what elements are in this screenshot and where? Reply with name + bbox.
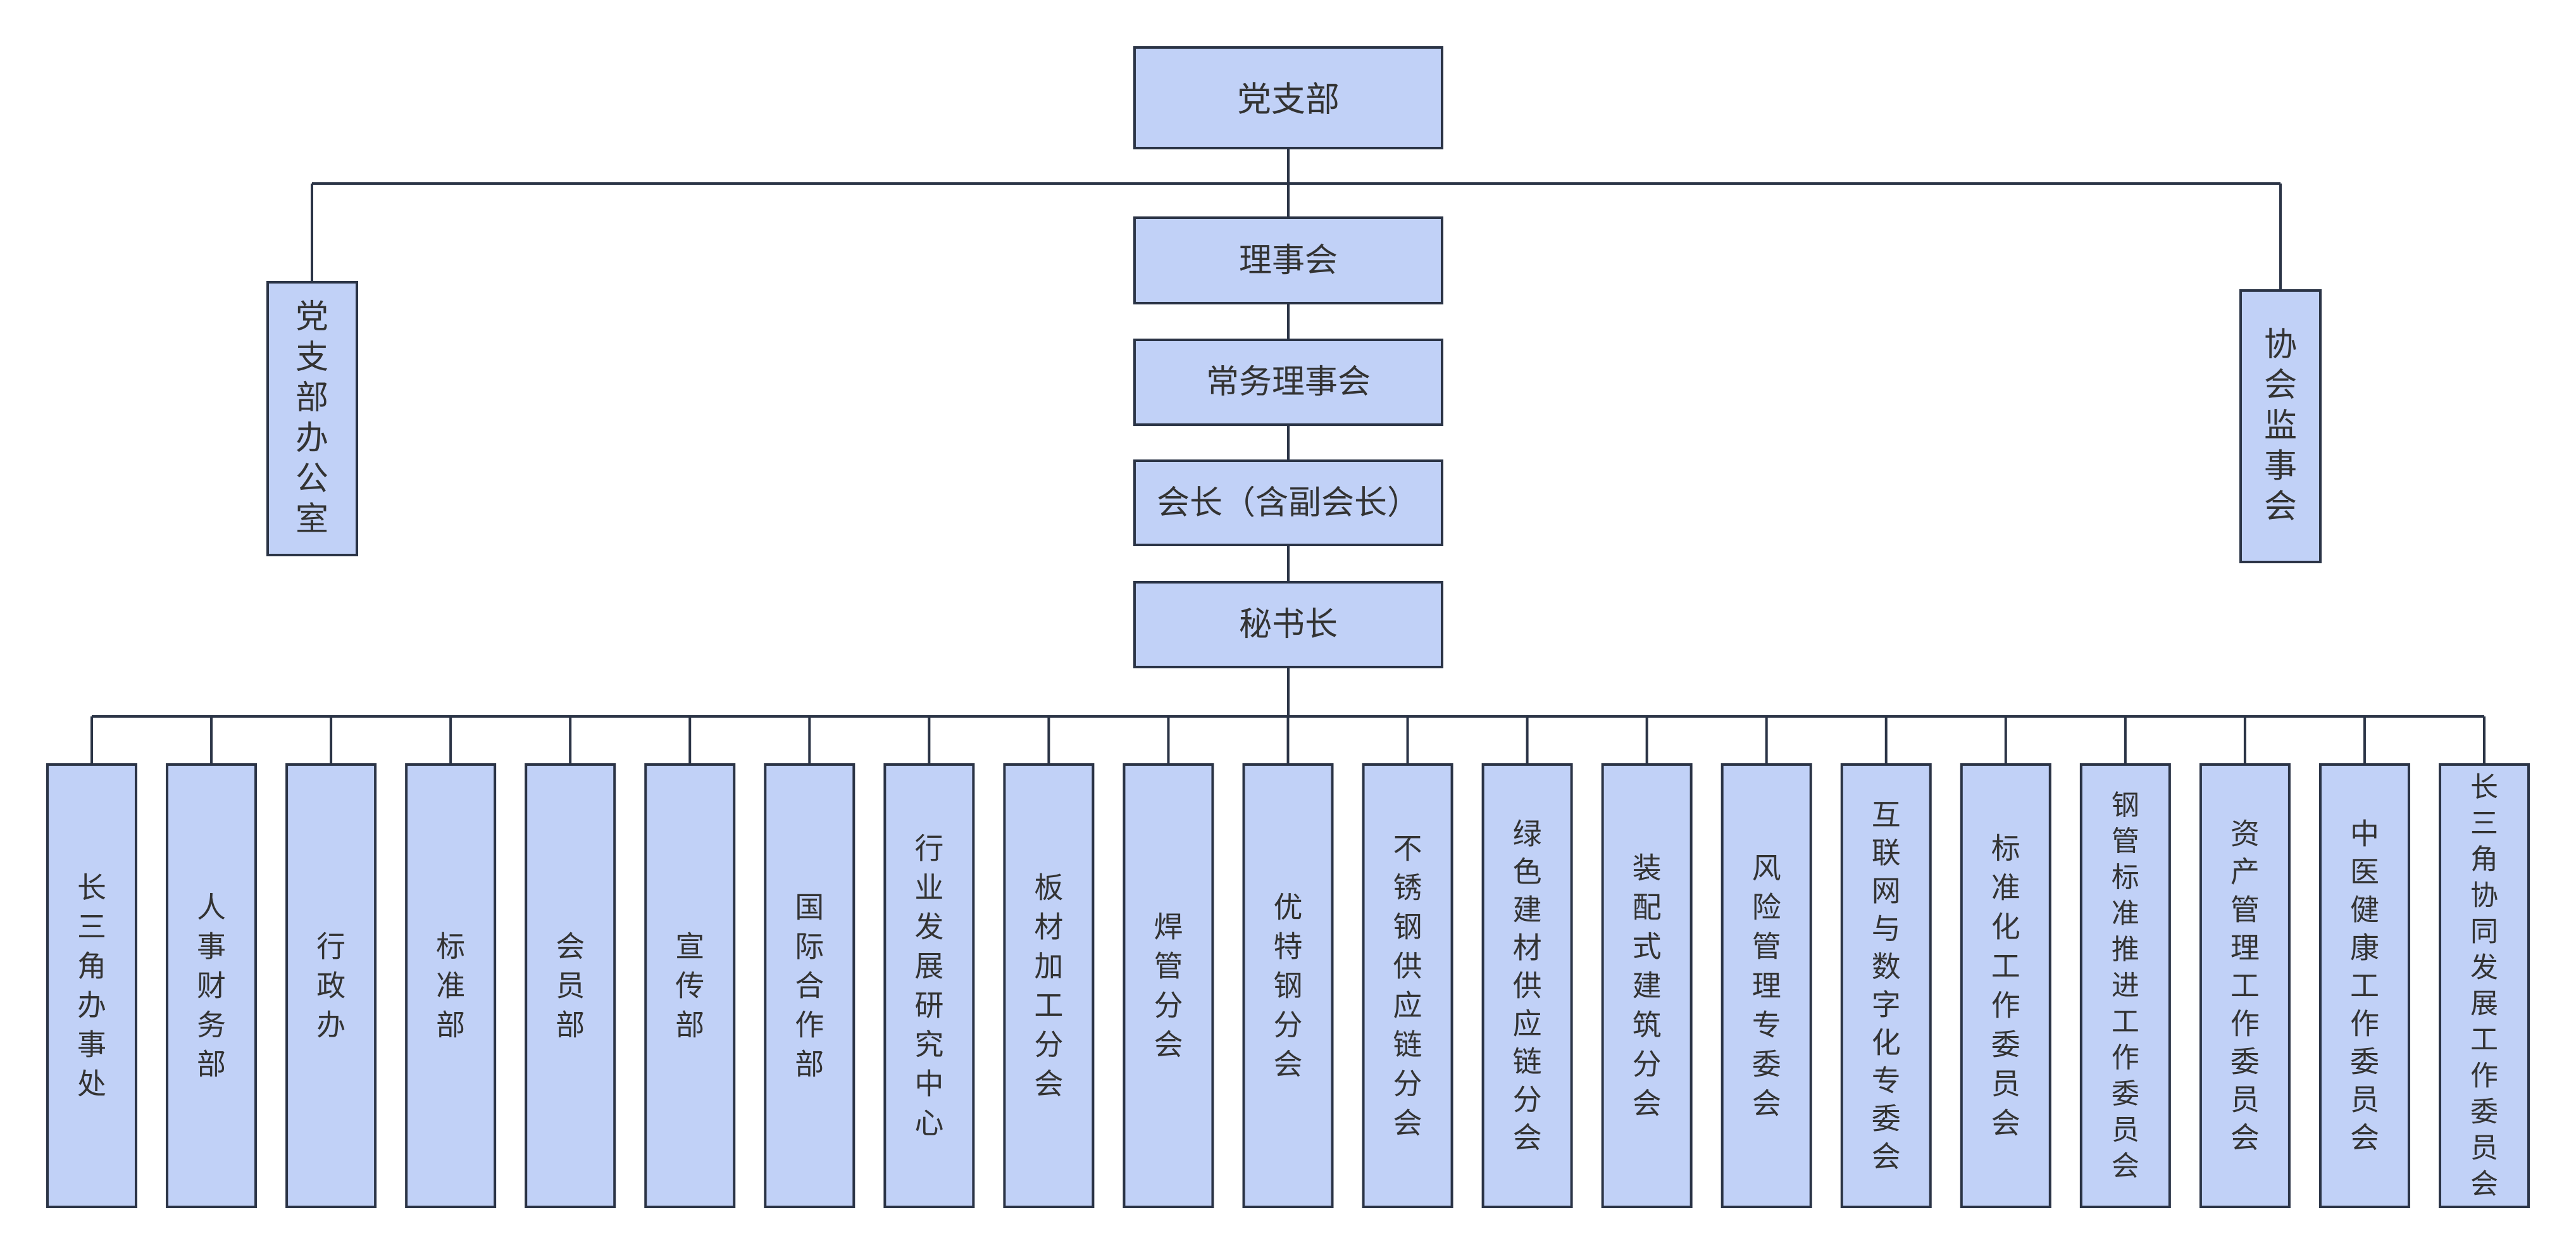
- node-department: 长三角办事处: [46, 763, 137, 1208]
- node-department-label: 行政办: [316, 930, 345, 1042]
- node-supervisory-board: 协会监事会: [2239, 289, 2322, 563]
- node-department: 板材加工分会: [1003, 763, 1095, 1208]
- node-secretary-general-label: 秘书长: [1239, 606, 1338, 644]
- node-department: 标准化工作委员会: [1960, 763, 2051, 1208]
- node-department-label: 人事财务部: [197, 890, 226, 1082]
- node-department-label: 绿色建材供应链分会: [1513, 817, 1542, 1155]
- node-department-label: 钢管标准推进工作委员会: [2112, 789, 2139, 1182]
- node-department-label: 会员部: [556, 930, 585, 1042]
- department-nodes: 长三角办事处 人事财务部 行政办 标准部 会员部 宣传部 国际合作部 行业发展研究中心 板材加工…: [46, 763, 2530, 1208]
- node-department: 资产管理工作委员会: [2199, 763, 2291, 1208]
- node-department-label: 中医健康工作委员会: [2350, 817, 2379, 1155]
- node-department-label: 焊管分会: [1154, 910, 1183, 1062]
- node-department: 行政办: [285, 763, 377, 1208]
- node-department-label: 行业发展研究中心: [914, 832, 943, 1140]
- connector-lines: [90, 148, 2486, 765]
- node-department: 不锈钢供应链分会: [1362, 763, 1453, 1208]
- node-standing-council-label: 常务理事会: [1206, 363, 1371, 401]
- node-council: 理事会: [1133, 216, 1443, 304]
- node-department-label: 优特钢分会: [1274, 890, 1303, 1082]
- node-department-label: 不锈钢供应链分会: [1393, 832, 1422, 1140]
- node-department: 行业发展研究中心: [883, 763, 975, 1208]
- node-department: 绿色建材供应链分会: [1481, 763, 1573, 1208]
- node-department-label: 宣传部: [675, 930, 704, 1042]
- node-department-label: 标准化工作委员会: [1991, 832, 2020, 1140]
- node-standing-council: 常务理事会: [1133, 339, 1443, 426]
- node-council-label: 理事会: [1239, 242, 1338, 280]
- node-department-label: 装配式建筑分会: [1633, 851, 1662, 1121]
- node-department: 长三角协同发展工作委员会: [2439, 763, 2530, 1208]
- node-party-branch-label: 党支部: [1237, 80, 1340, 120]
- node-party-branch-office-label: 党支部办公室: [296, 298, 328, 539]
- node-president: 会长（含副会长）: [1133, 459, 1443, 546]
- node-supervisory-board-label: 协会监事会: [2264, 326, 2297, 526]
- department-drop-lines: [90, 716, 2486, 765]
- node-department: 互联网与数字化专委会: [1840, 763, 1932, 1208]
- node-department-label: 互联网与数字化专委会: [1872, 798, 1901, 1174]
- node-department: 装配式建筑分会: [1601, 763, 1693, 1208]
- node-department: 人事财务部: [166, 763, 258, 1208]
- node-department-label: 国际合作部: [795, 890, 824, 1082]
- node-department: 国际合作部: [764, 763, 856, 1208]
- node-department-label: 长三角办事处: [77, 871, 106, 1101]
- node-secretary-general: 秘书长: [1133, 581, 1443, 668]
- node-department-label: 标准部: [436, 930, 465, 1042]
- node-department: 优特钢分会: [1242, 763, 1334, 1208]
- node-department: 风险管理专委会: [1720, 763, 1812, 1208]
- node-party-branch: 党支部: [1133, 46, 1443, 149]
- node-department-label: 资产管理工作委员会: [2231, 817, 2260, 1155]
- node-department: 焊管分会: [1123, 763, 1214, 1208]
- node-department-label: 风险管理专委会: [1752, 851, 1781, 1121]
- node-party-branch-office: 党支部办公室: [266, 281, 358, 556]
- node-department-label: 板材加工分会: [1034, 871, 1063, 1101]
- node-department: 会员部: [525, 763, 616, 1208]
- node-department: 宣传部: [644, 763, 736, 1208]
- node-department-label: 长三角协同发展工作委员会: [2470, 771, 2498, 1201]
- node-department: 钢管标准推进工作委员会: [2079, 763, 2171, 1208]
- node-department: 标准部: [405, 763, 497, 1208]
- node-president-label: 会长（含副会长）: [1157, 484, 1420, 522]
- node-department: 中医健康工作委员会: [2318, 763, 2410, 1208]
